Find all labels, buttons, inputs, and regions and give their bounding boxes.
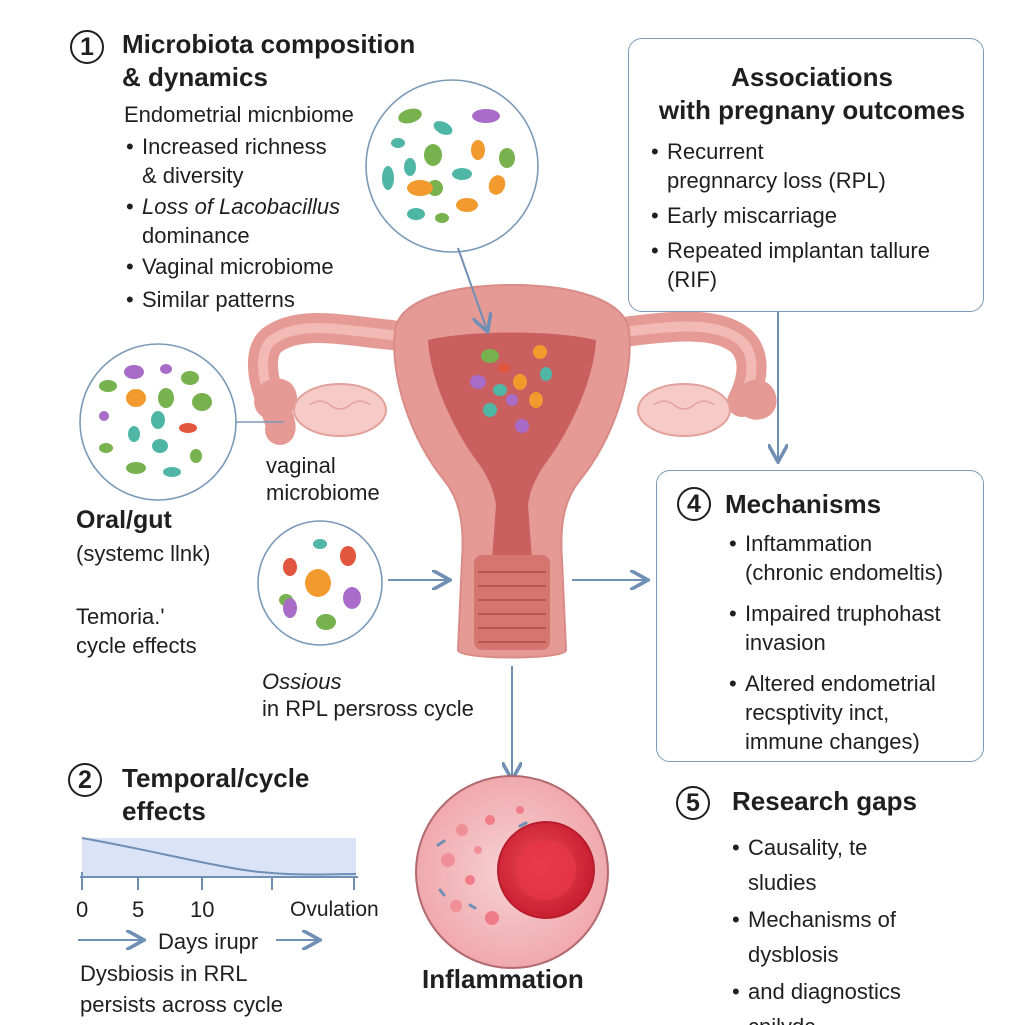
associations-bullets: Recurrent pregnnarcy loss (RPL) Early mi… — [649, 137, 979, 294]
list-item: Inftammation (chronic endomeltis) — [727, 529, 977, 587]
section2-number: 2 — [68, 763, 102, 797]
tick-ovulation: Ovulation — [290, 898, 379, 921]
list-item: Similar patterns — [124, 285, 384, 314]
axis-label: Days irupr — [158, 929, 259, 954]
oral-gut-microbe-circle — [79, 343, 237, 501]
temporal-label: Temoria.' cycle effects — [76, 604, 197, 658]
inflammation-cell — [415, 775, 609, 969]
mechanisms-header: 4 Mechanisms — [677, 487, 881, 521]
vaginal-label: vaginal microbiome — [266, 453, 380, 505]
list-item: Early miscarriage — [649, 201, 979, 230]
section2-caption: Dysbiosis in RRL persists across cycle — [80, 961, 283, 1017]
list-item: Mechanisms of dysblosis — [730, 902, 1000, 972]
section1-bullets: Increased richness & diversity Loss of L… — [124, 132, 384, 314]
flow-arrows — [78, 247, 778, 940]
tick-10: 10 — [190, 897, 215, 922]
section1-subtitle: Endometrial micnbiome — [124, 102, 354, 127]
section1-title: Microbiota composition & dynamics — [122, 29, 416, 92]
section2-header: 2 — [68, 763, 102, 797]
tick-5: 5 — [132, 897, 145, 922]
list-item: Repeated implantan tallure (RIF) — [649, 236, 979, 294]
uterus-illustration — [247, 283, 777, 659]
temporal-microbe-circle — [257, 520, 383, 646]
tick-0: 0 — [76, 897, 89, 922]
ossious-label: Ossious in RPL persross cycle — [262, 669, 474, 721]
gaps-number: 5 — [676, 786, 710, 820]
list-item: Vaginal microbiome — [124, 252, 384, 281]
inflammation-label: Inflammation — [422, 964, 584, 994]
section1-number: 1 — [70, 30, 104, 64]
associations-box: Associations with pregnany outcomes Recu… — [628, 38, 984, 312]
section2-title: Temporal/cycle effects — [122, 763, 310, 826]
mechanisms-title: Mechanisms — [725, 488, 882, 519]
gaps-bullets: Causality, te sludies Mechanisms of dysb… — [730, 830, 1000, 1025]
list-item: Impaired truphohast invasion — [727, 599, 977, 657]
section1-header: 1 — [70, 30, 104, 64]
associations-title: Associations with pregnany outcomes — [658, 62, 966, 125]
gaps-title: Research gaps — [732, 786, 917, 816]
list-item: Loss of Lacobacillus dominance — [124, 192, 384, 250]
oral-gut-title: Oral/gut — [76, 506, 172, 534]
mechanisms-box: 4 Mechanisms Inftammation (chronic endom… — [656, 470, 984, 762]
temporal-chart — [80, 837, 358, 890]
endometrial-microbe-circle — [365, 79, 539, 253]
uterine-microbes — [470, 345, 552, 433]
list-item: Increased richness & diversity — [124, 132, 384, 190]
list-item: and diagnostics cnilydc — [730, 974, 1000, 1025]
mechanisms-bullets: Inftammation (chronic endomeltis) Impair… — [727, 529, 977, 756]
list-item: Recurrent pregnnarcy loss (RPL) — [649, 137, 979, 195]
oral-gut-subtitle: (systemc llnk) — [76, 541, 211, 566]
list-item: Causality, te sludies — [730, 830, 1000, 900]
gaps-header: 5 — [676, 786, 710, 820]
mechanisms-number: 4 — [677, 487, 711, 521]
list-item: Altered endometrial recsptivity inct, im… — [727, 669, 977, 756]
